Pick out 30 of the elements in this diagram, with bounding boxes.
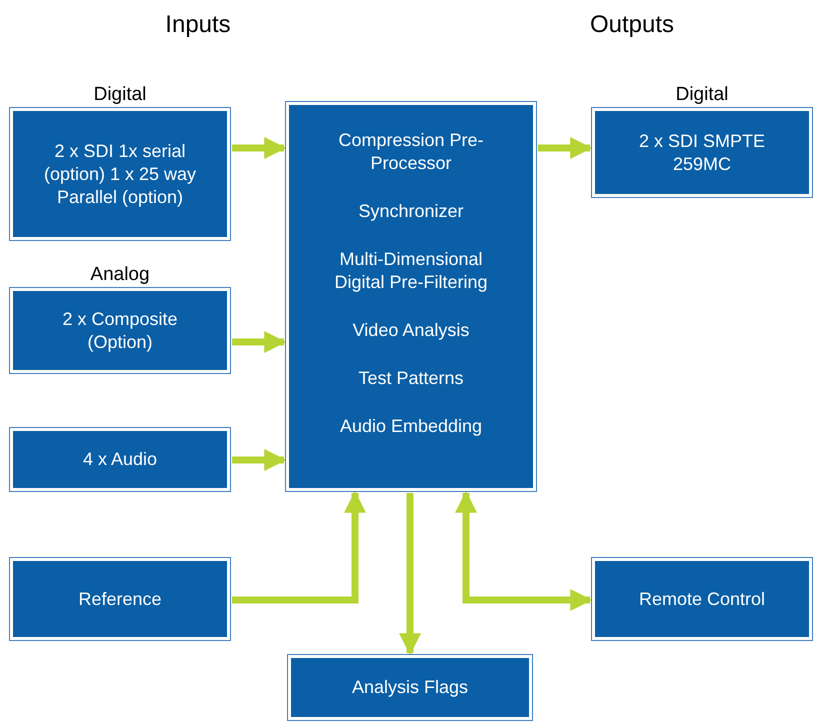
box-text: Multi-Dimensional Digital Pre-Filtering — [333, 248, 489, 294]
arrow — [232, 331, 286, 353]
box-text: Test Patterns — [358, 367, 464, 390]
io-box — [592, 558, 812, 640]
arrow — [538, 137, 592, 159]
arrow — [399, 493, 421, 656]
box-text: Analysis Flags — [352, 676, 468, 699]
section-heading: Digital — [92, 83, 148, 106]
box-text: 2 x SDI SMPTE 259MC — [638, 130, 766, 176]
box-text: 2 x Composite (Option) — [61, 308, 179, 354]
box-text: Compression Pre-Processor — [337, 129, 485, 175]
arrow — [232, 449, 286, 471]
arrow — [232, 490, 366, 604]
box-text: 2 x SDI 1x serial (option) 1 x 25 way Parallel (option) — [42, 140, 198, 208]
io-box — [10, 428, 230, 491]
box-text: 4 x Audio — [82, 448, 158, 471]
box-text: Reference — [78, 588, 162, 610]
io-box — [10, 558, 230, 640]
arrow — [455, 490, 592, 611]
io-box — [288, 655, 532, 720]
section-heading: Analog — [89, 263, 151, 286]
box-text: Synchronizer — [358, 200, 464, 223]
box-text: Audio Embedding — [340, 415, 482, 438]
section-heading: Outputs — [590, 10, 674, 40]
box-text: Video Analysis — [352, 319, 470, 342]
section-heading: Digital — [674, 83, 730, 106]
arrow — [232, 137, 286, 159]
processor-box — [286, 102, 536, 491]
box-text: Remote Control — [638, 588, 766, 610]
section-heading: Inputs — [165, 10, 231, 40]
